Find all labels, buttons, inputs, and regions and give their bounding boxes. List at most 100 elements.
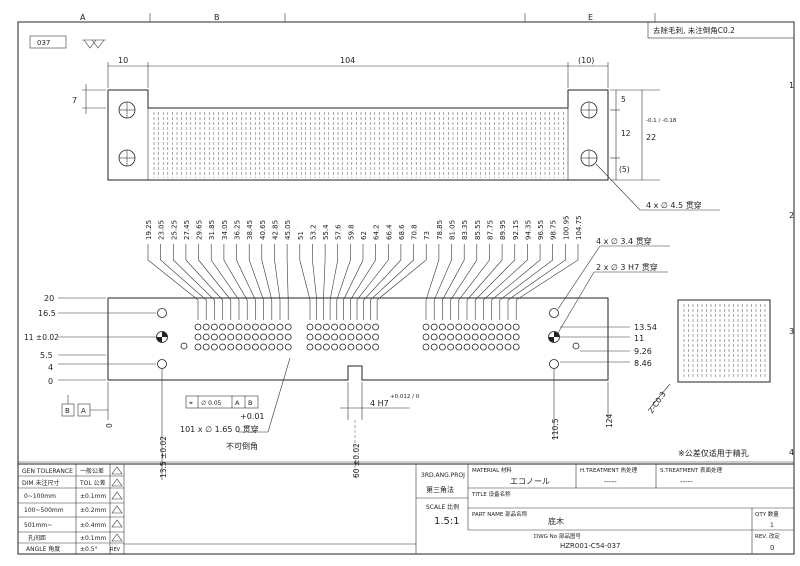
column-leader: [323, 244, 326, 320]
column-label: 19.25: [145, 220, 153, 240]
datum-target-symbol: [548, 331, 560, 343]
pin-hole: [219, 333, 227, 341]
pin-hole: [314, 323, 322, 331]
tol-header-right: 一般公差: [80, 467, 104, 475]
pin-hole: [463, 323, 471, 331]
column-label: 40.65: [259, 220, 267, 240]
column-label: 66.4: [385, 224, 393, 240]
top-view-outline: [107, 89, 609, 181]
column-leader: [248, 244, 264, 320]
column-label: 23.05: [158, 220, 166, 240]
column-label: 85.55: [474, 220, 482, 240]
left-dim-20: 20: [44, 294, 54, 303]
zone-label-3: 3: [789, 327, 794, 336]
pin-hole: [422, 323, 430, 331]
pin-hole: [322, 343, 330, 351]
pin-hole: [260, 323, 268, 331]
pin-hole: [347, 333, 355, 341]
pin-hole: [471, 323, 479, 331]
bottom-dim-124: 124: [605, 413, 614, 428]
top-view-hidden-lines: [153, 112, 564, 178]
left-dim-16-5: 16.5: [38, 309, 56, 318]
pin-hole: [339, 333, 347, 341]
pin-hole: [504, 333, 512, 341]
angle-tol: ±0.5°: [80, 546, 98, 553]
pin-hole: [455, 343, 463, 351]
gdt-datum-b: B: [248, 399, 252, 407]
pin-hole: [314, 333, 322, 341]
pin-hole: [512, 343, 520, 351]
column-leader: [483, 244, 528, 320]
column-leader: [286, 244, 289, 320]
drawing-frame: [17, 21, 795, 555]
pin-hole: [331, 323, 339, 331]
column-label: 42.85: [272, 220, 280, 240]
pin-hole: [422, 333, 430, 341]
datum-a: A: [81, 407, 86, 415]
column-leader: [185, 244, 223, 320]
side-view-outline: [677, 299, 771, 383]
column-leader: [450, 244, 478, 320]
pin-hole: [284, 343, 292, 351]
dim-top-total: 104: [340, 56, 355, 65]
pin-hole: [504, 323, 512, 331]
column-label: 45.05: [284, 220, 292, 240]
pin-hole: [268, 333, 276, 341]
column-leader: [236, 244, 256, 320]
finish-note-box: [647, 21, 795, 39]
pin-hole: [479, 323, 487, 331]
callout-3-4: 4 x ∅ 3.4 贯穿: [596, 236, 652, 246]
pin-hole: [347, 343, 355, 351]
projection-cn: 第三角法: [426, 485, 454, 494]
pin-hole: [219, 343, 227, 351]
pin-hole: [488, 323, 496, 331]
pin-hole: [314, 343, 322, 351]
column-leader: [363, 244, 402, 320]
side-view-hidden-lines: [683, 304, 766, 378]
surface-value: -----: [680, 478, 693, 486]
column-leader: [343, 244, 364, 320]
pin-hole: [455, 323, 463, 331]
column-leader: [210, 244, 240, 320]
pin-hole: [227, 333, 235, 341]
pin-hole: [347, 323, 355, 331]
tol-value: ±0.4mm: [80, 522, 106, 529]
pin-hole: [284, 333, 292, 341]
gdt-position-icon: ⌖: [189, 399, 193, 407]
pin-hole: [496, 333, 504, 341]
pin-hole: [276, 323, 284, 331]
pin-hole: [447, 343, 455, 351]
pin-hole: [235, 343, 243, 351]
slot-tol: +0.012 / 0: [390, 394, 420, 400]
pin-hole: [438, 323, 446, 331]
column-label: 81.05: [449, 220, 457, 240]
tol-range: 孔间距: [28, 534, 46, 542]
column-label: 25.25: [170, 220, 178, 240]
column-leader: [499, 244, 554, 320]
column-leader: [356, 244, 389, 320]
pin-hole: [355, 343, 363, 351]
left-dim-4: 4: [48, 363, 53, 372]
pin-hole: [235, 323, 243, 331]
pin-hole: [496, 343, 504, 351]
dim-right-tol: -0.1 / -0.18: [646, 118, 677, 124]
pin-hole: [210, 333, 218, 341]
qty-label: QTY 数量: [755, 510, 779, 518]
pin-hole: [251, 323, 259, 331]
pin-hole: [363, 333, 371, 341]
column-leader: [442, 244, 465, 320]
title-label: TITLE 设备名称: [471, 490, 511, 498]
pin-hole: [430, 343, 438, 351]
column-label: 83.35: [461, 220, 469, 240]
corner-hole: [157, 359, 167, 369]
pin-hole: [438, 343, 446, 351]
title-block: GEN TOLERANCE 一般公差 DIM 未注尺寸 TOL 公差 0~100…: [17, 463, 795, 555]
column-label: 36.25: [234, 220, 242, 240]
column-leader: [474, 244, 516, 320]
material-value: エコノール: [510, 477, 550, 486]
corner-hole: [157, 308, 167, 318]
reference-note: ※公差仅适用于精孔: [678, 448, 749, 458]
pin-hole: [194, 323, 202, 331]
dim-right-22: 22: [646, 133, 656, 142]
